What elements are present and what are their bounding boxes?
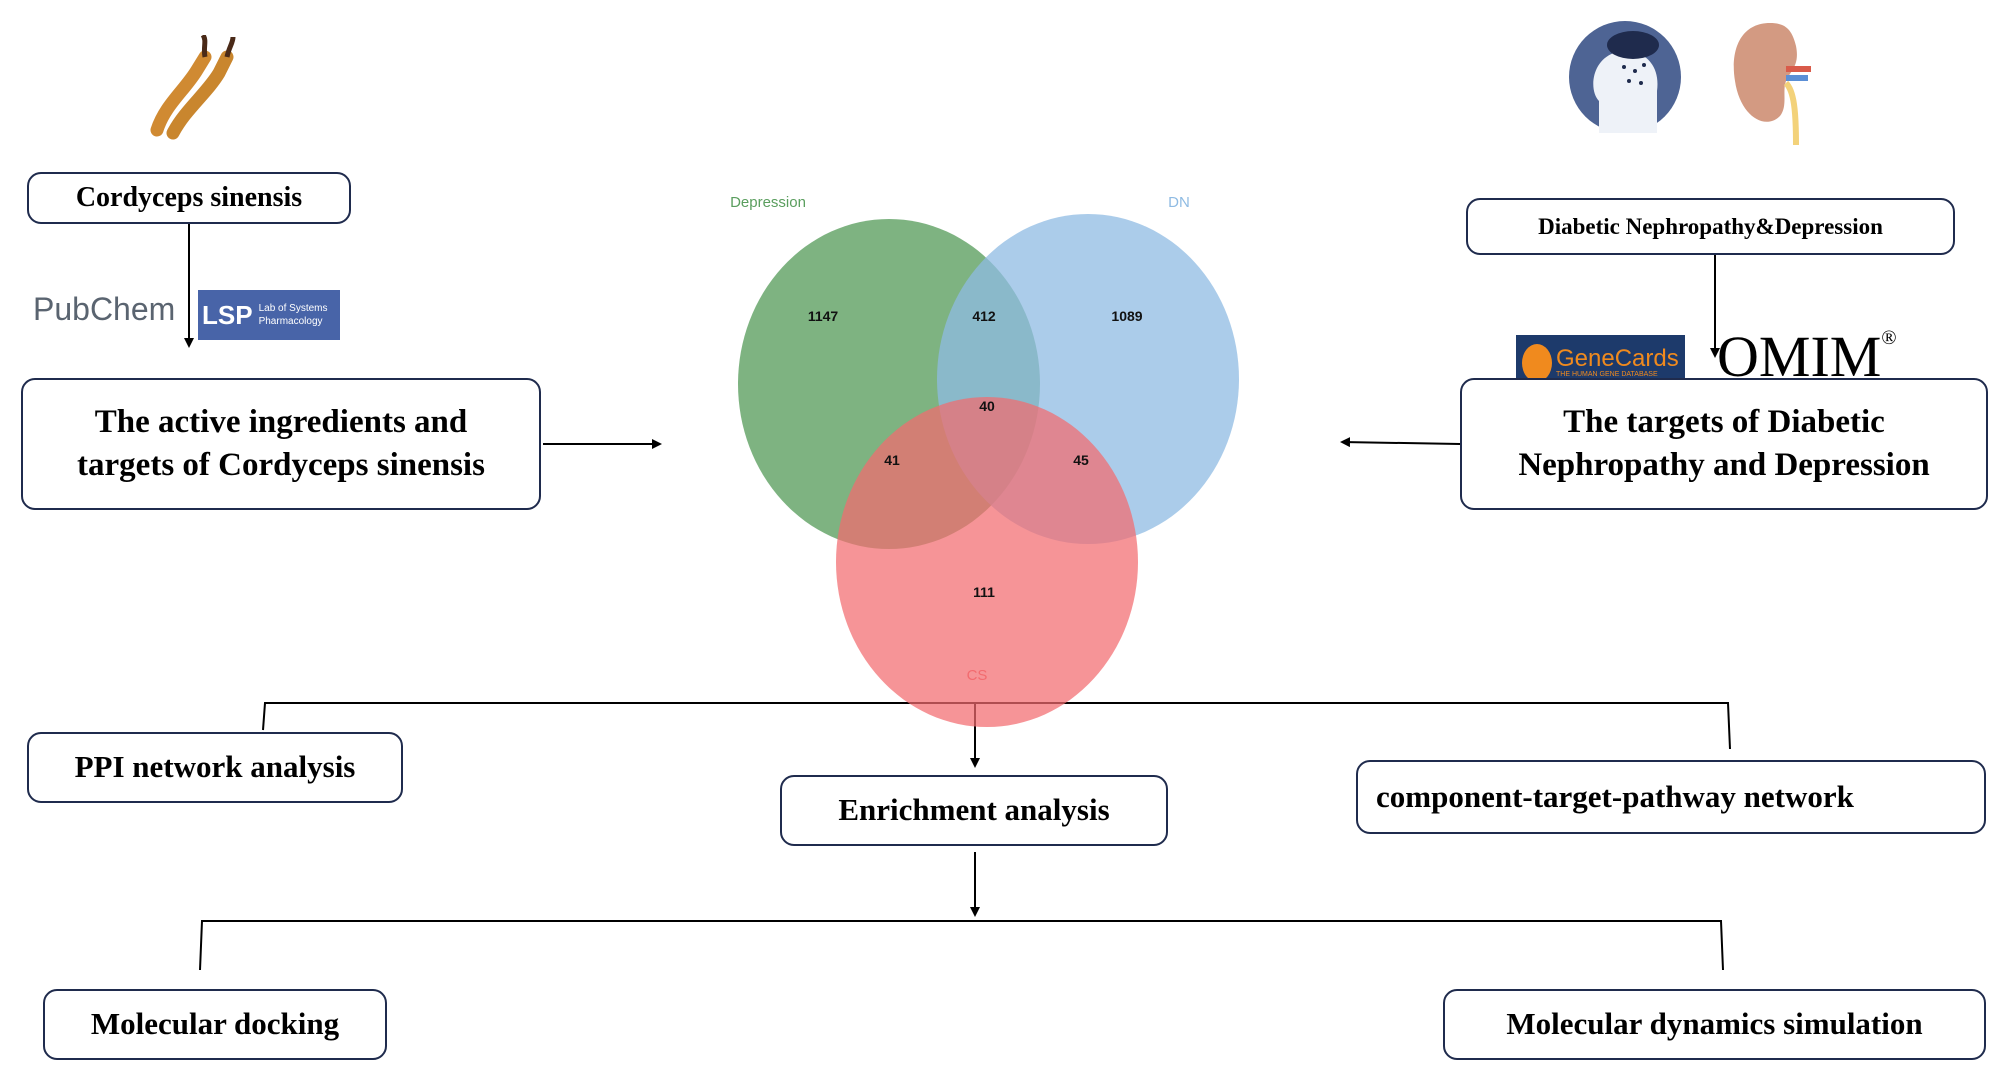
- active-ingredients-box: The active ingredients and targets of Co…: [21, 378, 541, 510]
- venn-value-depression-dn: 412: [972, 308, 996, 324]
- cordyceps-sinensis-box: Cordyceps sinensis: [27, 172, 351, 224]
- kidney-icon: [1733, 23, 1811, 145]
- genecards-tagline: THE HUMAN GENE DATABASE: [1556, 371, 1658, 378]
- venn-value-dn-only: 1089: [1111, 308, 1142, 324]
- venn-value-cs-only: 111: [973, 584, 995, 600]
- targets-line2: Nephropathy and Depression: [1518, 447, 1930, 483]
- enrichment-analysis-box: Enrichment analysis: [780, 775, 1168, 846]
- genecards-name: GeneCards: [1556, 345, 1679, 372]
- omim-registered-mark: ®: [1881, 327, 1897, 349]
- ctp-label: component-target-pathway network: [1376, 778, 1854, 814]
- depression-head-icon: [1569, 21, 1681, 133]
- dn-depression-box: Diabetic Nephropathy&Depression: [1466, 198, 1955, 255]
- venn-label-cs: CS: [967, 667, 988, 684]
- lsp-logo: LSP Lab of Systems Pharmacology: [198, 290, 340, 340]
- ppi-network-analysis-box: PPI network analysis: [27, 732, 403, 803]
- venn-label-dn: DN: [1168, 194, 1190, 211]
- venn-label-depression: Depression: [730, 194, 806, 211]
- lsp-line1: Lab of Systems: [258, 303, 328, 314]
- venn-set-cs: [836, 397, 1138, 727]
- venn-value-depression-cs: 41: [884, 452, 900, 468]
- cordyceps-sinensis-label: Cordyceps sinensis: [75, 181, 303, 213]
- ppi-label: PPI network analysis: [74, 749, 356, 785]
- targets-line1: The targets of Diabetic: [1563, 404, 1885, 441]
- active-ingredients-line1: The active ingredients and: [94, 404, 468, 441]
- dn-depression-label: Diabetic Nephropathy&Depression: [1538, 213, 1883, 239]
- component-target-pathway-box: component-target-pathway network: [1356, 760, 1986, 834]
- venn-value-dn-cs: 45: [1073, 452, 1089, 468]
- active-ingredients-line2: targets of Cordyceps sinensis: [77, 447, 485, 483]
- lsp-line2: Pharmacology: [258, 316, 323, 327]
- enrichment-label: Enrichment analysis: [838, 792, 1110, 828]
- molecular-docking-box: Molecular docking: [43, 989, 387, 1060]
- cordyceps-icon: [150, 35, 236, 140]
- md-label: Molecular dynamics simulation: [1506, 1006, 1923, 1042]
- pubchem-logo: PubChem: [33, 284, 178, 334]
- omim-text: OMIM: [1717, 324, 1882, 389]
- dna-icon: [1522, 343, 1552, 382]
- omim-logo: OMIM®: [1717, 328, 1897, 386]
- venn-value-all-three: 40: [979, 398, 995, 414]
- dn-depression-targets-box: The targets of Diabetic Nephropathy and …: [1460, 378, 1988, 510]
- molecular-dynamics-box: Molecular dynamics simulation: [1443, 989, 1986, 1060]
- pubchem-text: PubChem: [33, 290, 176, 327]
- venn-value-depression-only: 1147: [808, 308, 839, 324]
- docking-label: Molecular docking: [90, 1006, 340, 1042]
- lsp-letters: LSP: [202, 299, 253, 330]
